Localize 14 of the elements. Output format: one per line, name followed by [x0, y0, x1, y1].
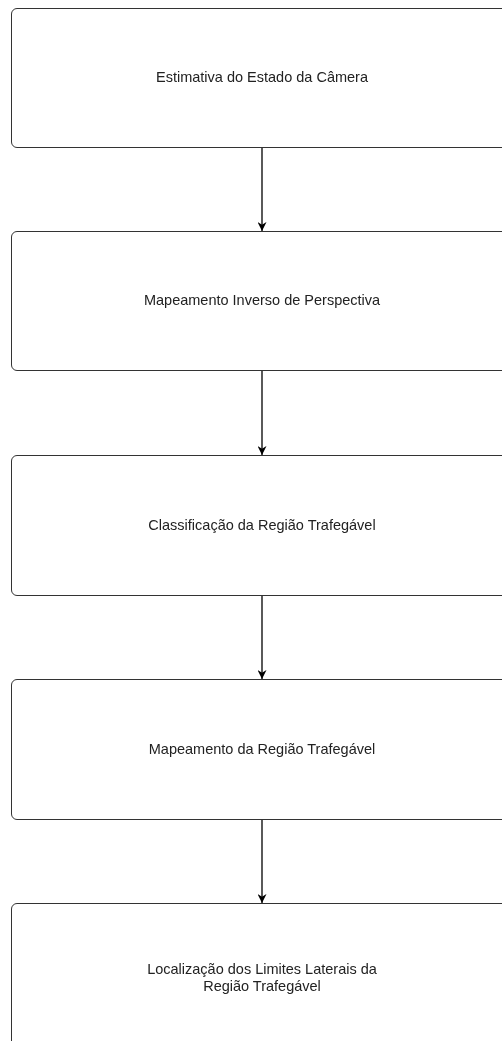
arrow — [257, 147, 267, 232]
process-box — [11, 903, 502, 1041]
process-box — [11, 8, 502, 148]
arrow — [257, 595, 267, 680]
box-label: Classificação da Região Trafegável — [147, 516, 377, 535]
arrow — [257, 819, 267, 904]
box-label: Localização dos Limites Laterais da Região Trafegável — [146, 960, 378, 996]
arrow — [257, 370, 267, 456]
box-label: Mapeamento da Região Trafegável — [147, 740, 377, 759]
box-label: Mapeamento Inverso de Perspectiva — [142, 292, 382, 310]
process-box — [11, 455, 502, 596]
process-box — [11, 679, 502, 820]
box-label: Estimativa do Estado da Câmera — [155, 69, 369, 87]
process-box — [11, 231, 502, 371]
